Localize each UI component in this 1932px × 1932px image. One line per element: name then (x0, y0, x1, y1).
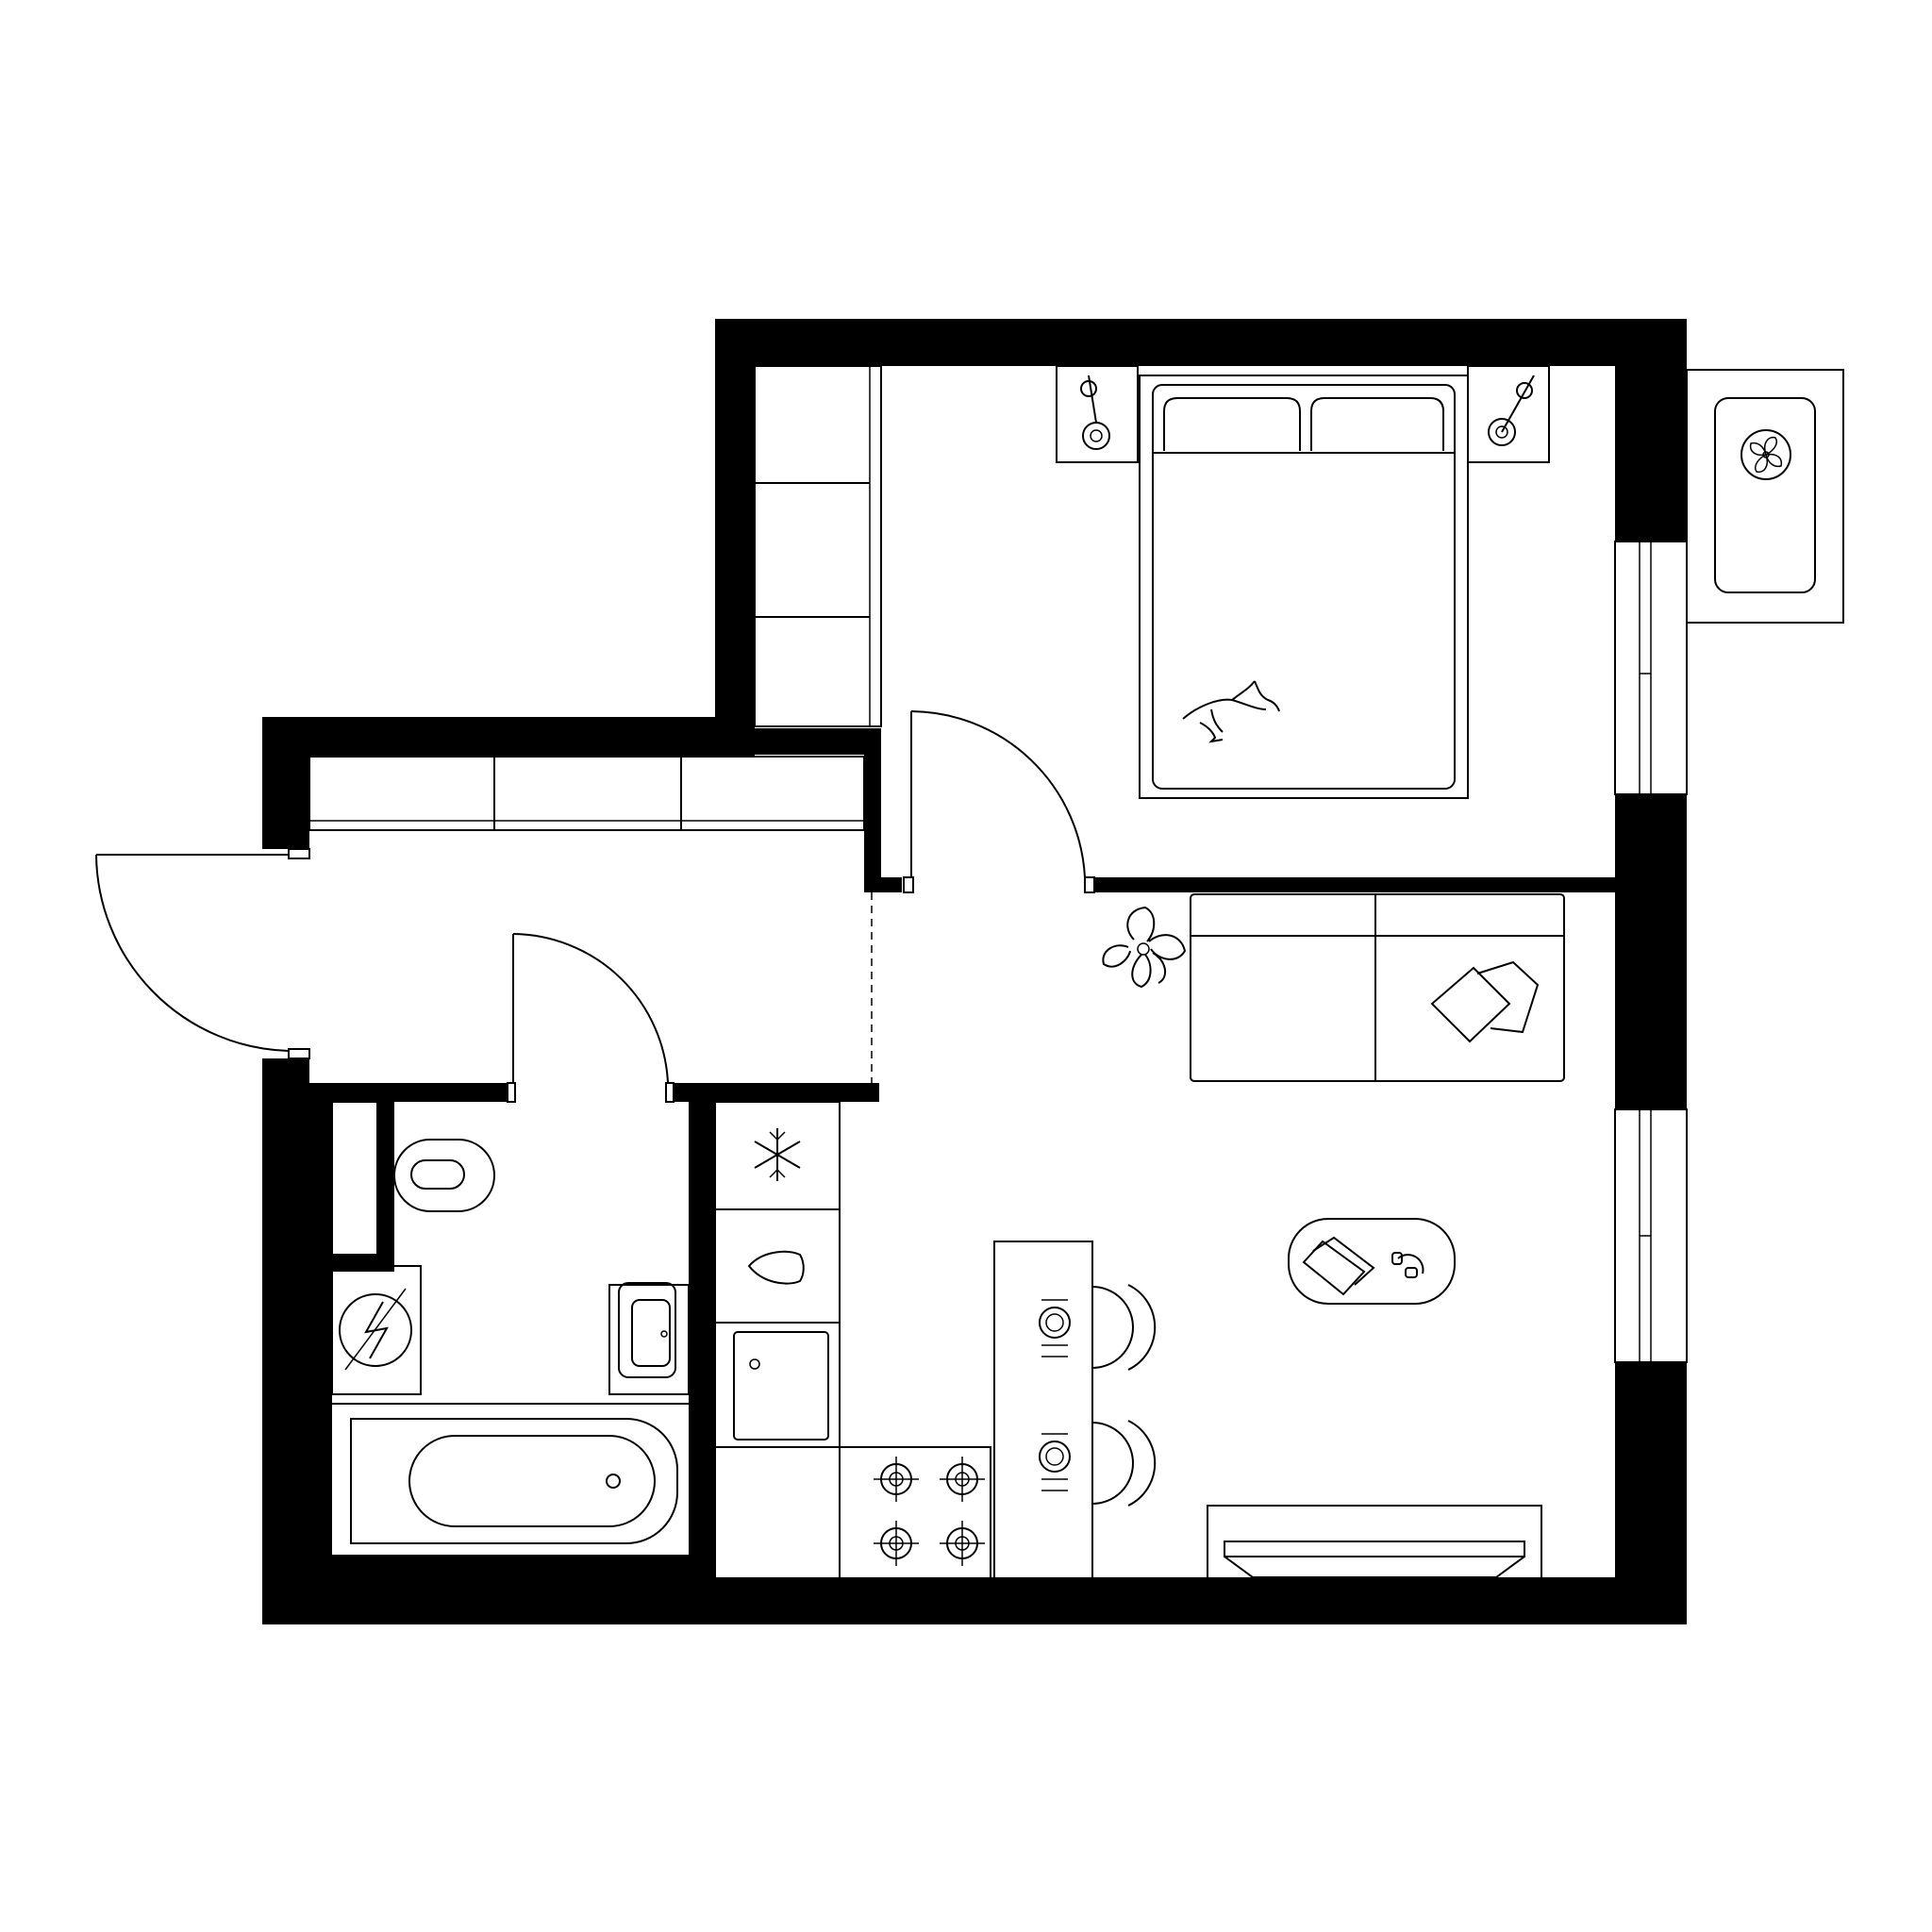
swing-door[interactable] (507, 933, 675, 1103)
double-bed (1139, 375, 1469, 799)
window (1614, 541, 1688, 795)
balcony (1686, 369, 1844, 624)
coffee-table (1288, 1218, 1456, 1305)
sink-drop-icon (747, 1250, 805, 1285)
hob-burner-icon (874, 1521, 919, 1566)
washbasin (608, 1282, 690, 1395)
hob-burner-icon (940, 1457, 985, 1502)
swing-door[interactable] (903, 710, 1095, 893)
bedside-lamp-icon (1080, 375, 1110, 450)
dining-counter (993, 1241, 1093, 1584)
washing-machine-icon (331, 1265, 422, 1395)
plate-setting-icon (1039, 1433, 1071, 1491)
toilet (393, 1139, 495, 1212)
bedside-lamp-icon (1488, 375, 1535, 446)
hob-burner-icon (874, 1457, 919, 1502)
sofa (1190, 893, 1565, 1082)
kitchen-counter (714, 1101, 991, 1584)
oven (733, 1331, 829, 1441)
entrance-door[interactable] (95, 848, 310, 1059)
books-icon (1302, 1236, 1375, 1296)
interior-walls (309, 745, 1615, 1611)
headphones-icon (1391, 1252, 1424, 1278)
cushion-icon (1430, 960, 1540, 1043)
bathroom-wall-column (331, 1101, 378, 1256)
potted-plant-icon (1102, 906, 1187, 989)
hob-burner-icon (940, 1521, 985, 1566)
cat-icon (1182, 680, 1280, 743)
bathtub (350, 1418, 678, 1544)
fridge-snowflake-icon (754, 1128, 801, 1181)
wardrobe (754, 365, 882, 727)
window (1614, 1108, 1688, 1363)
bedside-table-left (1056, 365, 1139, 463)
exterior-walls (262, 319, 1687, 1624)
hallway-wardrobe (308, 756, 865, 831)
balcony-fan-icon (1740, 429, 1791, 480)
bedside-table-right (1467, 365, 1550, 463)
bar-stool (1091, 1284, 1157, 1371)
tv-console (1207, 1505, 1542, 1584)
bar-stool (1091, 1420, 1157, 1507)
plate-setting-icon (1039, 1299, 1071, 1357)
cooktop (874, 1457, 985, 1566)
